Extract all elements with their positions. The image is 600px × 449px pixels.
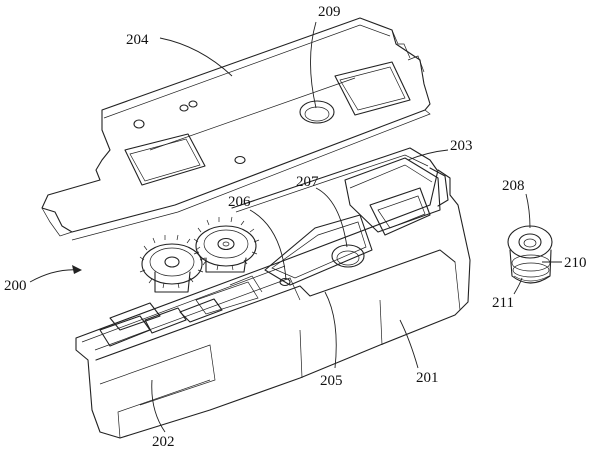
reference-labels: 204 209 203 207 206 208 210 211 200 205 … [4,4,587,449]
label-206: 206 [228,194,251,210]
label-204: 204 [126,32,149,48]
cover-plate [41,17,431,241]
disk-207 [331,244,365,268]
label-201: 201 [416,370,439,386]
housing [75,147,471,439]
label-210: 210 [564,255,587,271]
label-202: 202 [152,434,175,449]
leader-lines [29,21,562,433]
cover-hole-209 [299,100,335,124]
hole-206 [279,277,291,287]
label-203: 203 [450,138,473,154]
label-211: 211 [492,295,514,311]
label-207: 207 [296,174,319,190]
label-205: 205 [320,373,343,389]
gear-left [139,234,206,293]
gear-right [193,216,260,273]
window-frame-205 [264,214,373,286]
label-208: 208 [502,178,525,194]
label-200: 200 [4,278,27,294]
label-209: 209 [318,4,341,20]
plug-208 [507,225,553,284]
